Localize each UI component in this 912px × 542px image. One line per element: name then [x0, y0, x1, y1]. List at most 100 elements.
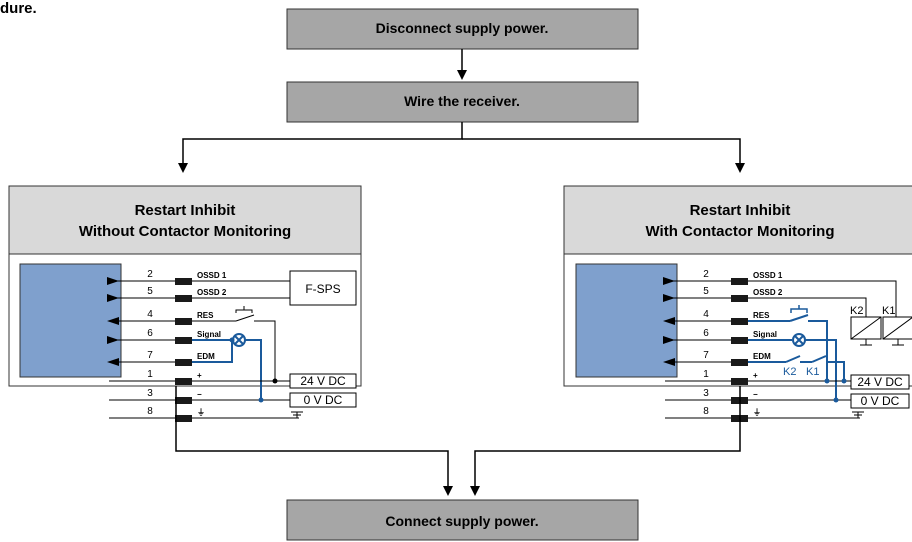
- wire-ossd1-right: [748, 280, 897, 317]
- header-fragment: dure.: [0, 0, 37, 17]
- arrow-left: [178, 122, 463, 173]
- lamp-cross-right: [794, 335, 804, 345]
- pin-7-arrow-left: [107, 358, 119, 366]
- pin-signal-left: OSSD 2: [197, 288, 227, 297]
- step-wire: Wire the receiver.: [286, 81, 639, 123]
- supply-0v-left-box: [289, 392, 357, 408]
- pin-2-connector-right: [731, 278, 748, 285]
- pin-5-connector-right: [731, 295, 748, 302]
- supply-24v-right: 24 V DC: [857, 375, 903, 389]
- arrow-right: [462, 138, 745, 173]
- panel-left-header: [8, 185, 362, 255]
- pin-number-right: 8: [703, 406, 709, 417]
- res-button-left: [235, 306, 253, 313]
- ground-right-icon: [852, 411, 864, 419]
- pin-number-left: 6: [147, 328, 153, 339]
- pin-signal-right: OSSD 2: [753, 288, 783, 297]
- wire-edm-return-right: [826, 361, 845, 381]
- pin-signal-right: RES: [753, 311, 770, 320]
- step-connect-box: [286, 499, 639, 541]
- arrow-merge-left: [175, 386, 453, 496]
- receiver-block-right: [575, 263, 678, 378]
- wire-lamp-return-left: [245, 339, 262, 400]
- pin-number-left: 3: [147, 388, 153, 399]
- pin-5-connector-left: [175, 295, 192, 302]
- pin-number-left: 2: [147, 269, 153, 280]
- pin-number-left: 4: [147, 309, 153, 320]
- supply-24v-right-box: [850, 374, 910, 390]
- pin-6-arrow-left: [107, 336, 119, 344]
- lamp-cross-left: [234, 335, 244, 345]
- step-wire-box: [286, 81, 639, 123]
- supply-24v-left: 24 V DC: [300, 374, 346, 388]
- pin-signal-left: OSSD 1: [197, 271, 227, 280]
- panel-right-header: [563, 185, 912, 255]
- pin-number-left: 8: [147, 406, 153, 417]
- pin-number-right: 5: [703, 286, 709, 297]
- pin-5-arrow-right: [663, 294, 675, 302]
- step-wire-label: Wire the receiver.: [404, 93, 520, 109]
- pin-signal-left: Signal: [197, 330, 221, 339]
- res-button-right: [790, 305, 808, 313]
- step-connect: Connect supply power.: [286, 499, 639, 541]
- pin-signal-left: RES: [197, 311, 214, 320]
- receiver-block-left: [19, 263, 122, 378]
- pin-6-connector-right: [731, 337, 748, 344]
- pin-signal-right: Signal: [753, 330, 777, 339]
- pin-4-arrow-left: [107, 317, 119, 325]
- pin-6-connector-left: [175, 337, 192, 344]
- pin-number-left: 7: [147, 350, 153, 361]
- pin-signal-left: EDM: [197, 352, 215, 361]
- pin-number-left: 5: [147, 286, 153, 297]
- pin-5-arrow-left: [107, 294, 119, 302]
- arrow-merge-right: [470, 386, 741, 496]
- relay-k1-ground: [892, 339, 904, 346]
- node-edm-left: [229, 337, 235, 343]
- relay-k2-slash: [850, 316, 882, 340]
- wire-res-return-left: [254, 320, 276, 380]
- edm-label-k2: K2: [783, 366, 796, 378]
- relay-k1-slash: [882, 317, 912, 340]
- pin-signal-left: −: [197, 390, 202, 399]
- supply-0v-right-box: [850, 393, 910, 409]
- panel-left: Restart Inhibit Without Contactor Monito…: [8, 185, 362, 422]
- pin-signal-right: +: [753, 371, 758, 380]
- pin-signal-right: −: [753, 390, 758, 399]
- pin-signal-left: ⏚: [197, 408, 205, 417]
- step-disconnect-label: Disconnect supply power.: [376, 20, 549, 36]
- pin-number-right: 3: [703, 388, 709, 399]
- wire-lamp-return-right: [805, 339, 837, 400]
- pin-signal-right: OSSD 1: [753, 271, 783, 280]
- pin-4-connector-right: [731, 318, 748, 325]
- relay-k2-label: K2: [850, 305, 863, 317]
- panel-right-title-2: With Contactor Monitoring: [646, 223, 835, 240]
- node-res-right: [824, 378, 830, 384]
- pin-2-arrow-right: [663, 277, 675, 285]
- edm-contact-k1: [811, 355, 827, 363]
- step-disconnect-box: [286, 8, 639, 50]
- supply-0v-left: 0 V DC: [304, 393, 343, 407]
- edm-label-k1: K1: [806, 366, 819, 378]
- relay-k1-label: K1: [882, 305, 895, 317]
- pin-2-arrow-left: [107, 277, 119, 285]
- pin-7-connector-right: [731, 359, 748, 366]
- panel-right-title-1: Restart Inhibit: [690, 202, 791, 219]
- pin-1-connector-left: [175, 378, 192, 385]
- node-minus-right: [833, 397, 839, 403]
- pin-6-arrow-right: [663, 336, 675, 344]
- panel-left-title-1: Restart Inhibit: [135, 202, 236, 219]
- pin-number-right: 2: [703, 269, 709, 280]
- fsps-label: F-SPS: [305, 282, 340, 296]
- supply-0v-right: 0 V DC: [861, 394, 900, 408]
- edm-contact-k2: [785, 355, 801, 363]
- pin-4-connector-left: [175, 318, 192, 325]
- pin-signal-left: +: [197, 371, 202, 380]
- pin-signal-right: EDM: [753, 352, 771, 361]
- node-minus-left: [258, 397, 264, 403]
- panel-left-title-2: Without Contactor Monitoring: [79, 223, 291, 240]
- pin-number-right: 7: [703, 350, 709, 361]
- res-switch-right: [789, 314, 809, 322]
- wire-ossd2-right: [748, 297, 867, 317]
